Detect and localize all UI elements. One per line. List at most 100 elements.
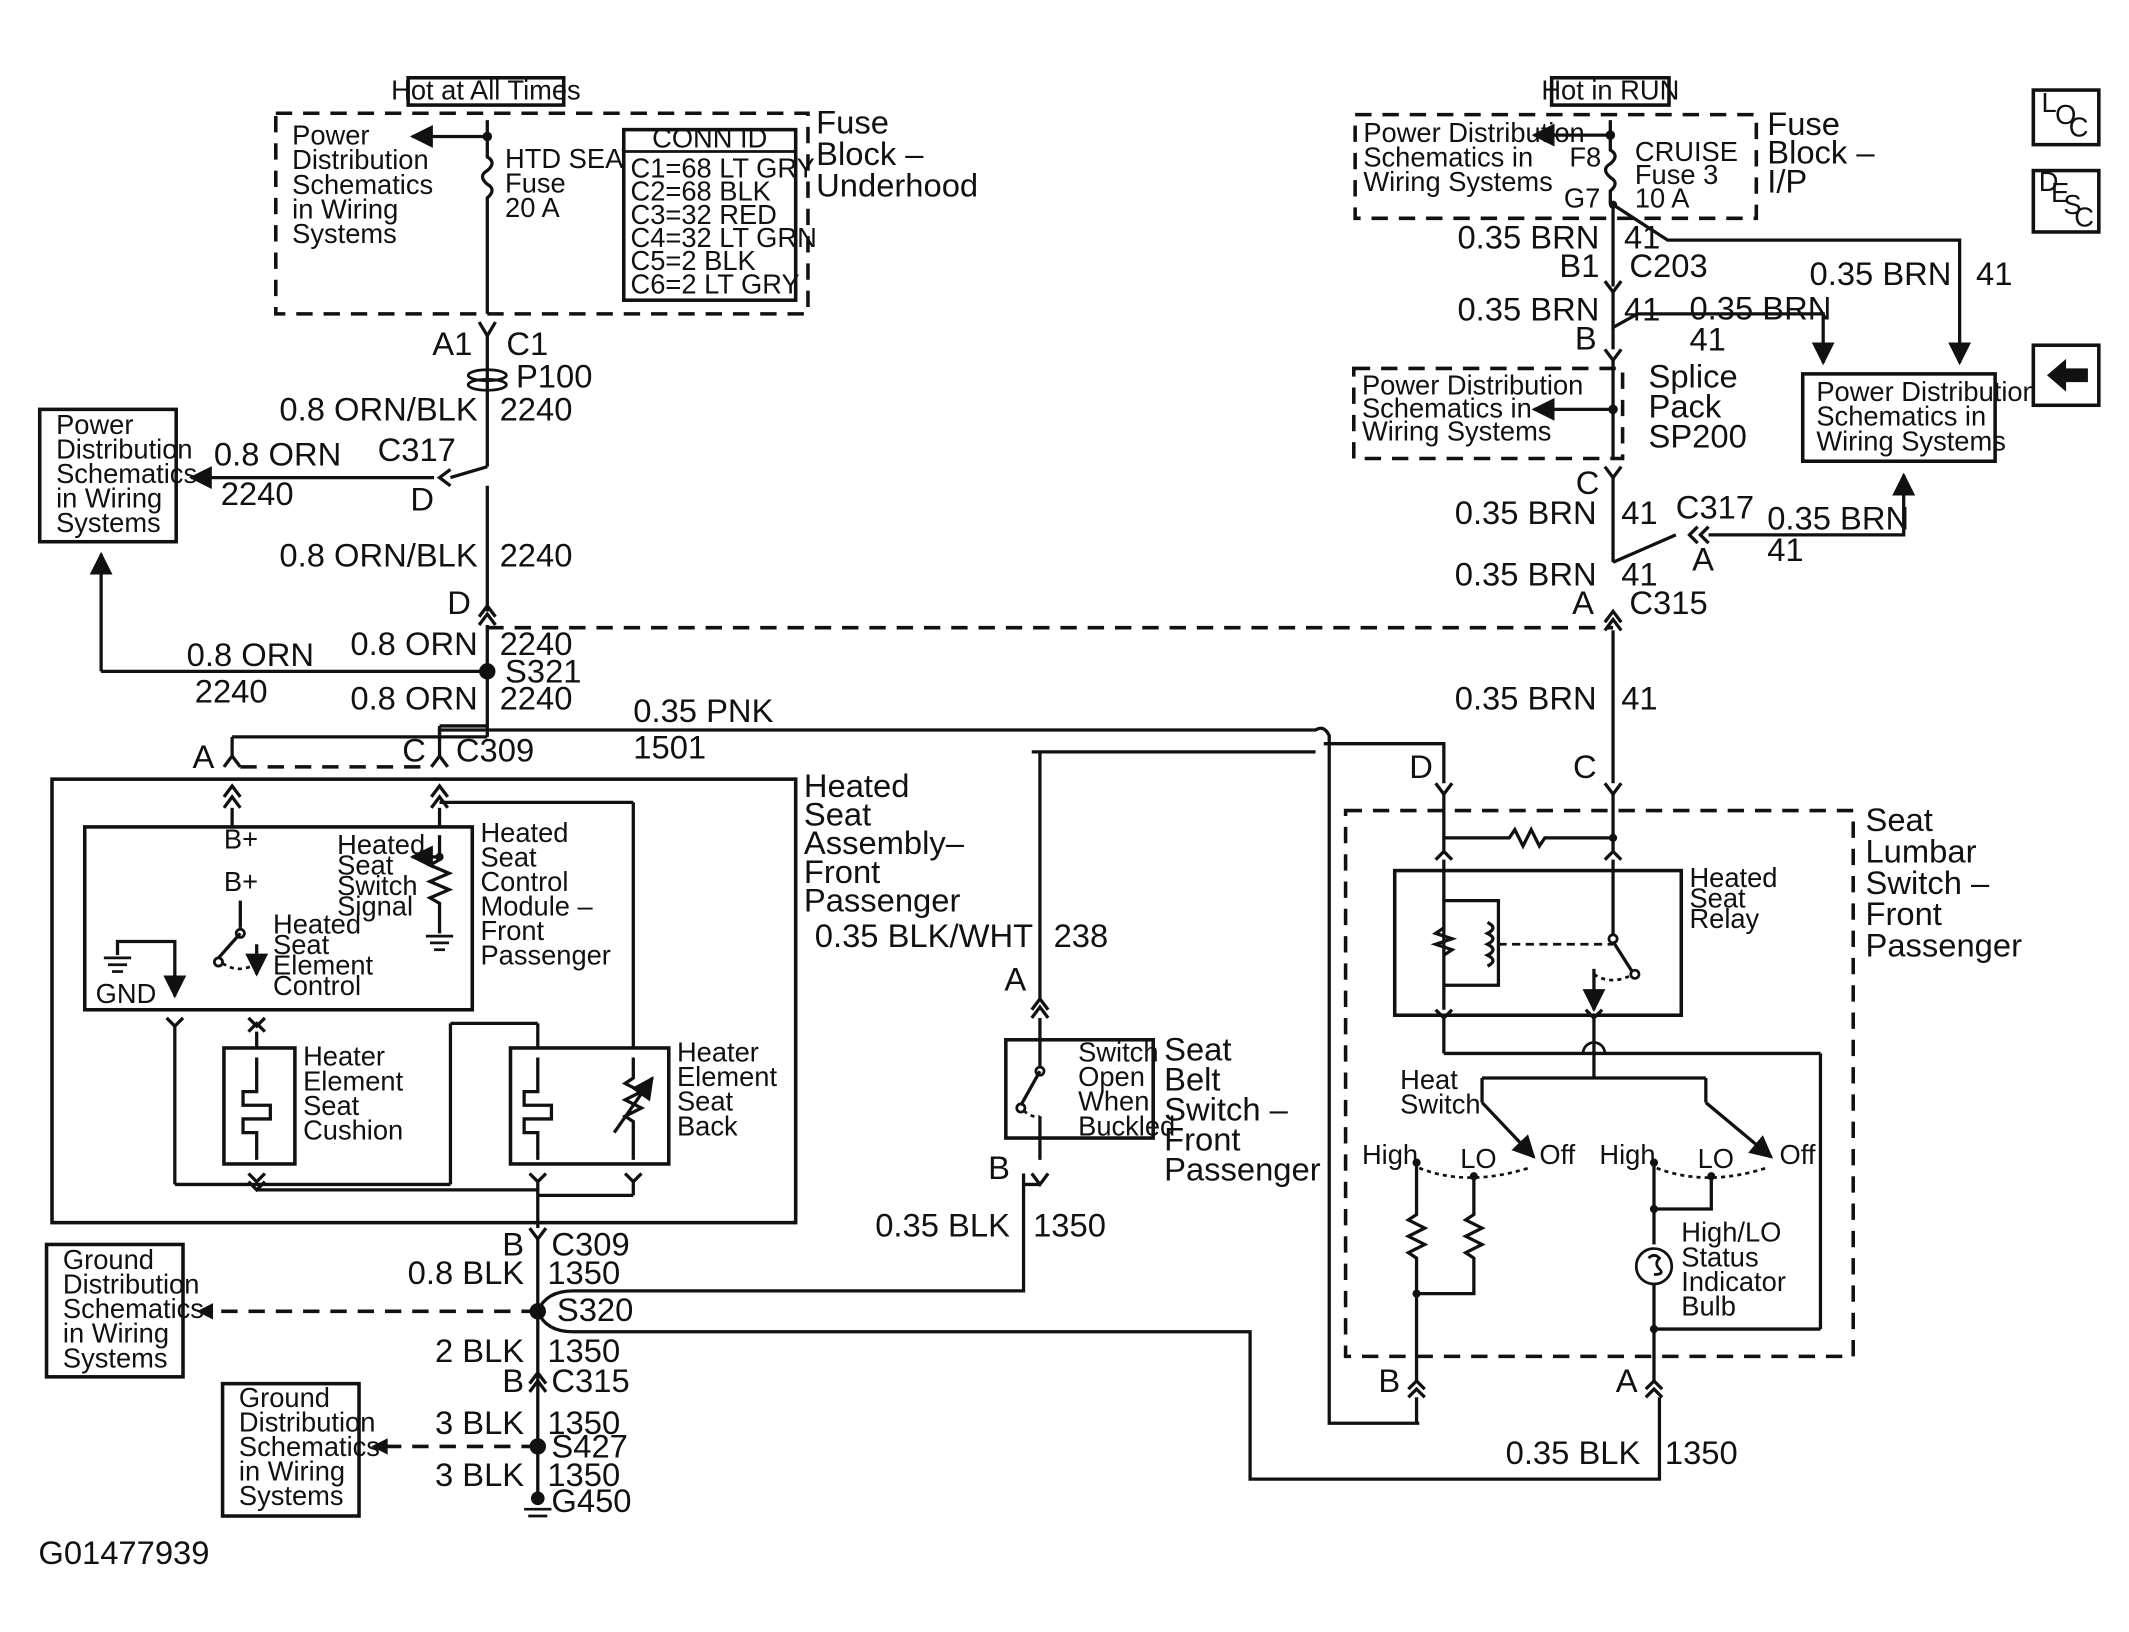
- c309-pin-b: B: [502, 1225, 524, 1262]
- c317-pin-c: C: [1576, 464, 1600, 501]
- wire-orn-4-color: 0.8 ORN: [187, 636, 314, 673]
- seat-belt-switch-label: Seat Belt Switch – Front Passenger: [1164, 1030, 1321, 1187]
- desc-icon[interactable]: [2031, 168, 2101, 234]
- bplus-2: B+: [224, 866, 258, 897]
- c315-pin-b: B: [502, 1362, 524, 1399]
- c317-left-label: C317: [378, 431, 456, 468]
- wire-brn-2-color: 0.35 BRN: [1457, 291, 1599, 328]
- wire-brn-5-num: 41: [1767, 531, 1803, 568]
- c309-bottom-label: C309: [551, 1225, 629, 1262]
- wire-brn-3-color: 0.35 BRN: [1689, 289, 1831, 326]
- wire-blk-right-color: 0.35 BLK: [1506, 1434, 1641, 1471]
- element-control-switch: [234, 927, 246, 939]
- c317-pin-d: D: [410, 480, 434, 517]
- pd-ref-r3-box: [1800, 372, 1997, 463]
- wire-orn-blk-2-num: 2240: [500, 536, 573, 573]
- wire-brn-3-num: 41: [1689, 321, 1725, 358]
- heat-high-label: High: [1362, 1139, 1418, 1170]
- pd-ref-1-text: Power Distribution Schematics in Wiring …: [292, 120, 441, 249]
- wire-blk-4-color: 3 BLK: [435, 1456, 524, 1493]
- wire-blk-3-color: 3 BLK: [435, 1404, 524, 1441]
- wire-blk-right-num: 1350: [1665, 1434, 1738, 1471]
- pd-ref-r2-text: Power Distribution Schematics in Wiring …: [1362, 369, 1591, 446]
- wire-orn-3-color: 0.8 ORN: [350, 625, 477, 662]
- wire-brn-2-num: 41: [1624, 291, 1660, 328]
- wire-pnk-color: 0.35 PNK: [633, 692, 773, 729]
- hot-in-run-box: [1549, 76, 1671, 107]
- module-resistor: [425, 835, 454, 934]
- heat-off-label: Off: [1539, 1139, 1575, 1170]
- lumbar-pin-a: A: [1616, 1362, 1638, 1399]
- heated-seat-assembly-label: Heated Seat Assembly– Front Passenger: [804, 767, 973, 919]
- heated-seat-relay-label: Heated Seat Relay: [1689, 862, 1785, 934]
- splice-pack-label: Splice Pack SP200: [1649, 358, 1747, 455]
- fuse-block-underhood-outline: [274, 111, 810, 316]
- hot-at-all-times-label: Hot at All Times: [391, 75, 581, 106]
- wire-brn-side-color: 0.35 BRN: [1810, 255, 1952, 292]
- wire-brn-6-num: 41: [1621, 555, 1657, 592]
- wire-orn-3-num: 2240: [500, 625, 573, 662]
- heat-lo-label: LO: [1460, 1143, 1496, 1174]
- c309-top-label: C309: [456, 731, 534, 768]
- pd-ref-r1-text: Power Distribution Schematics in Wiring …: [1363, 117, 1592, 197]
- p100-label: P100: [516, 358, 592, 395]
- hot-at-all-times-box: [406, 76, 566, 107]
- seatbelt-pin-a: A: [1004, 961, 1026, 998]
- splice-pack-outline: [1352, 366, 1625, 461]
- svg-text:S: S: [2063, 189, 2081, 220]
- c315-pin-a: A: [1572, 584, 1594, 621]
- s321-label: S321: [505, 652, 581, 689]
- c203-pin-b1: B1: [1559, 247, 1599, 284]
- svg-text:C: C: [2069, 111, 2089, 142]
- wire-brn-5-color: 0.35 BRN: [1767, 499, 1909, 536]
- gd-ref-2-box: [220, 1381, 361, 1518]
- wire-brn-4-color: 0.35 BRN: [1455, 494, 1597, 531]
- wire-orn-5-num: 2240: [500, 680, 573, 717]
- figure-id: G01477939: [38, 1534, 209, 1571]
- c317-pin-a: A: [1692, 540, 1714, 577]
- loc-icon[interactable]: [2031, 88, 2101, 147]
- hot-in-run-label: Hot in RUN: [1541, 75, 1679, 106]
- conn-id-box: [621, 127, 798, 302]
- gd-ref-1-box: [44, 1242, 185, 1379]
- pd-ref-r3-text: Power Distribution Schematics in Wiring …: [1816, 376, 2045, 456]
- c317-right-label: C317: [1676, 489, 1754, 526]
- hs-element-control-label: Heated Seat Element Control: [273, 908, 381, 1000]
- wire-orn-1-num: 2240: [221, 475, 294, 512]
- heat-switch-label: Heat Switch: [1400, 1064, 1480, 1120]
- pd-ref-2-box: [37, 407, 178, 544]
- seat-lumbar-switch-label: Seat Lumbar Switch – Front Passenger: [1865, 801, 2022, 964]
- status-off-label: Off: [1780, 1139, 1816, 1170]
- wire-blk-1-color: 0.8 BLK: [408, 1254, 525, 1291]
- d-pin: D: [447, 584, 471, 621]
- fuse-block-ip-label: Fuse Block – I/P: [1767, 105, 1883, 199]
- s427-splice: [529, 1438, 546, 1455]
- wire-blk-wht-num: 238: [1054, 917, 1109, 954]
- htd-seat-fuse-label: HTD SEAT Fuse 20 A: [505, 143, 645, 223]
- wire-orn-blk-1-color: 0.8 ORN/BLK: [279, 390, 477, 427]
- g450-ground-icon: [530, 1491, 545, 1506]
- status-lo-label: LO: [1698, 1143, 1734, 1174]
- gd-ref-2-text: Ground Distribution Schematics in Wiring…: [239, 1382, 388, 1511]
- wire-blk-4-num: 1350: [547, 1456, 620, 1493]
- hs-module-label: Heated Seat Control Module – Front Passe…: [480, 817, 610, 971]
- fuse-block-underhood-label: Fuse Block – Underhood: [816, 104, 978, 204]
- heated-seat-control-module: [82, 825, 475, 1012]
- status-bulb-label: High/LO Status Indicator Bulb: [1681, 1217, 1793, 1322]
- svg-text:C: C: [2074, 202, 2094, 233]
- c315-left-label: C315: [551, 1362, 629, 1399]
- wire-orn-1-color: 0.8 ORN: [214, 435, 341, 472]
- fuse-block-ip-outline: [1353, 112, 1759, 221]
- c309-pin-a: A: [193, 738, 215, 775]
- hs-switch-signal-label: Heated Seat Switch Signal: [337, 829, 433, 921]
- wire-orn-blk-1-num: 2240: [500, 390, 573, 427]
- wire-blk-3-num: 1350: [547, 1404, 620, 1441]
- wire-pnk-1501: [437, 726, 1420, 1425]
- wire-orn-5-color: 0.8 ORN: [350, 680, 477, 717]
- wire-blk-1-num: 1350: [547, 1254, 620, 1291]
- bplus-1: B+: [224, 824, 258, 855]
- a1-pin: A1: [432, 325, 472, 362]
- svg-text:D: D: [2039, 166, 2059, 197]
- wire-brn-1-color: 0.35 BRN: [1457, 218, 1599, 255]
